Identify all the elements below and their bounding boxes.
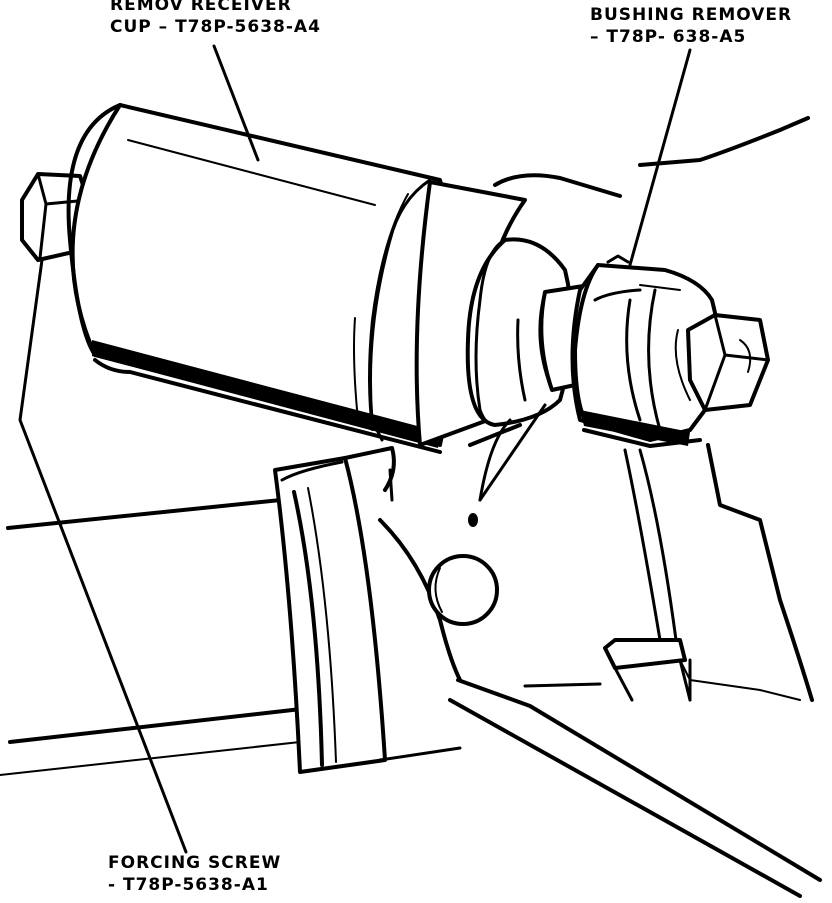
- leader-bushing-right: [478, 403, 547, 502]
- bushing-remover-label-line2: – T78P- 638-A5: [590, 27, 747, 47]
- leader-bushing-left: [478, 418, 512, 502]
- receiver-cup-label-line2: CUP – T78P-5638-A4: [110, 17, 321, 37]
- bushing-ring: [465, 237, 574, 427]
- receiver-cup-label: REMOV RECEIVER CUP – T78P-5638-A4: [110, 0, 321, 38]
- leader-receiver-cup: [212, 44, 260, 162]
- forcing-screw-label-line1: FORCING SCREW: [108, 853, 282, 873]
- hex-nut: [674, 313, 770, 412]
- axle-tube: [0, 496, 312, 776]
- bushing-flange: [273, 456, 387, 774]
- leader-dot: [468, 513, 478, 527]
- leader-bushing-remover: [628, 48, 692, 267]
- receiver-cup-label-line1: REMOV RECEIVER: [110, 0, 292, 15]
- forcing-screw-label-line2: - T78P-5638-A1: [108, 875, 269, 895]
- bushing-remover: [570, 254, 721, 448]
- arm-hole: [427, 554, 499, 626]
- bushing-remover-label: BUSHING REMOVER – T78P- 638-A5: [590, 4, 792, 48]
- leader-forcing-screw: [18, 258, 188, 854]
- leader-lines: [18, 44, 692, 854]
- mounting-tab: [603, 638, 692, 702]
- forcing-screw-label: FORCING SCREW - T78P-5638-A1: [108, 852, 281, 896]
- bushing-remover-label-line1: BUSHING REMOVER: [590, 5, 793, 25]
- receiver-cup: [66, 103, 457, 454]
